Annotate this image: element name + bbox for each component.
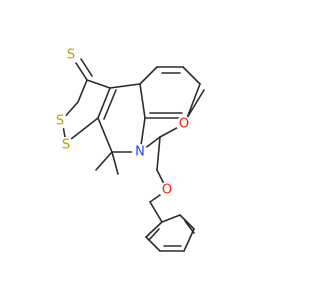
- dithiole-sulfur-2-label: S: [62, 138, 70, 153]
- bonds: [61, 58, 205, 252]
- bond: [161, 214, 181, 223]
- bond: [186, 83, 201, 119]
- atom-labels: S S S N O O: [52, 47, 192, 198]
- bond: [103, 89, 117, 120]
- ring-nitrogen-label: N: [135, 145, 145, 160]
- bond: [149, 201, 163, 223]
- bond: [179, 214, 195, 230]
- thione-sulfur-atom: S: [63, 47, 79, 63]
- ring-nitrogen-atom: N: [132, 144, 148, 160]
- dithiole-sulfur-2-atom: S: [58, 137, 74, 153]
- carbonyl-oxygen-atom: O: [176, 116, 192, 132]
- thione-sulfur-label: S: [67, 48, 75, 63]
- bond: [80, 58, 93, 77]
- bond: [86, 79, 111, 89]
- bond: [111, 151, 119, 175]
- bond: [156, 136, 161, 171]
- bond: [139, 83, 146, 119]
- dithiole-sulfur-1-atom: S: [52, 113, 68, 129]
- bond: [97, 117, 113, 153]
- bond: [182, 66, 201, 85]
- bond: [77, 79, 88, 103]
- bond: [109, 83, 141, 89]
- carbonyl-oxygen-label: O: [179, 117, 189, 132]
- bond: [183, 228, 195, 252]
- bond: [148, 228, 160, 241]
- bond: [95, 151, 113, 171]
- bond: [97, 87, 111, 119]
- dithiole-sulfur-1-label: S: [56, 114, 64, 129]
- bond: [65, 117, 99, 144]
- bond: [145, 221, 163, 238]
- bond: [139, 66, 158, 85]
- bond: [186, 89, 205, 119]
- ether-oxygen-label: O: [162, 183, 172, 198]
- bond: [75, 62, 88, 81]
- structure-diagram: S S S N O O: [52, 47, 205, 252]
- bond: [145, 236, 161, 252]
- bond: [184, 220, 195, 234]
- ether-oxygen-atom: O: [159, 182, 175, 198]
